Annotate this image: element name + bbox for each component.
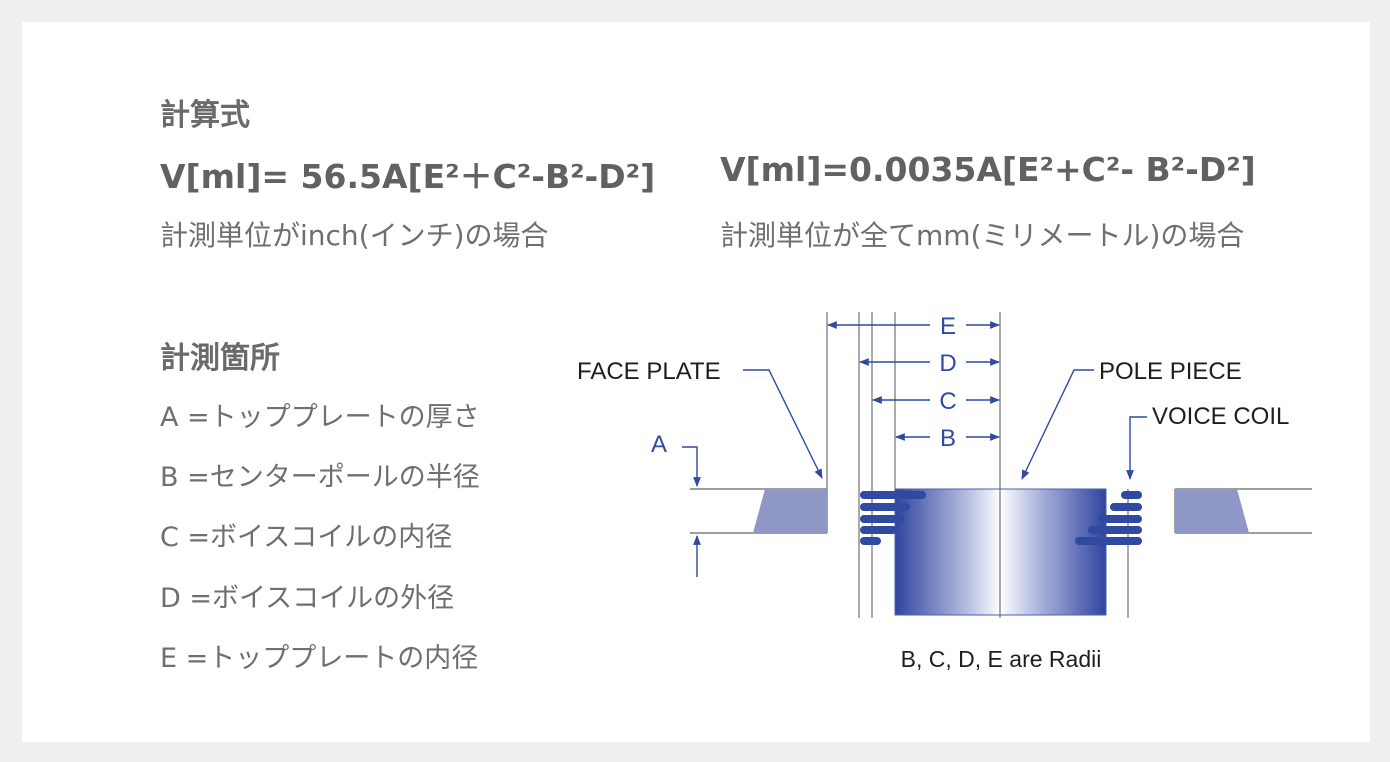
dim-label-b: B xyxy=(940,425,956,452)
measure-item-b: B =センターポールの半径 xyxy=(160,462,480,493)
voice-coil-leader xyxy=(1126,416,1147,480)
formula-inch-description: 計測単位がinch(インチ)の場合 xyxy=(160,219,549,252)
dim-a xyxy=(682,446,701,577)
measure-item-e: E =トッププレートの内径 xyxy=(160,643,479,674)
formula-heading: 計算式 xyxy=(160,98,250,133)
voice-coil-right xyxy=(1075,491,1142,545)
dim-label-e: E xyxy=(940,313,956,340)
dim-label-a: A xyxy=(651,431,667,458)
measure-item-d: D =ボイスコイルの外径 xyxy=(160,583,455,614)
formula-inch: V[ml]= 56.5A[E²＋C²-B²-D²] xyxy=(160,157,656,196)
formula-mm: V[ml]=0.0035A[E²+C²- B²-D²] xyxy=(720,150,1256,189)
formula-mm-description: 計測単位が全てmm(ミリメートル)の場合 xyxy=(720,219,1245,252)
diagram-caption: B, C, D, E are Radii xyxy=(901,646,1102,672)
dim-label-d: D xyxy=(939,350,956,377)
pole-piece-label: POLE PIECE xyxy=(1099,358,1242,385)
measure-heading: 計測箇所 xyxy=(160,341,280,376)
voice-coil-left xyxy=(860,491,926,545)
face-plate-label: FACE PLATE xyxy=(577,358,721,385)
measure-item-a: A =トッププレートの厚さ xyxy=(160,402,480,433)
face-plate-left xyxy=(690,488,828,534)
dim-label-c: C xyxy=(939,388,956,415)
voice-coil-label: VOICE COIL xyxy=(1152,403,1289,430)
guide-lines xyxy=(826,312,1129,618)
pole-piece-leader xyxy=(1021,369,1094,480)
face-plate-leader xyxy=(743,369,823,479)
content-card xyxy=(22,22,1370,742)
measure-item-c: C =ボイスコイルの内径 xyxy=(160,522,453,553)
face-plate-right xyxy=(1174,488,1312,534)
